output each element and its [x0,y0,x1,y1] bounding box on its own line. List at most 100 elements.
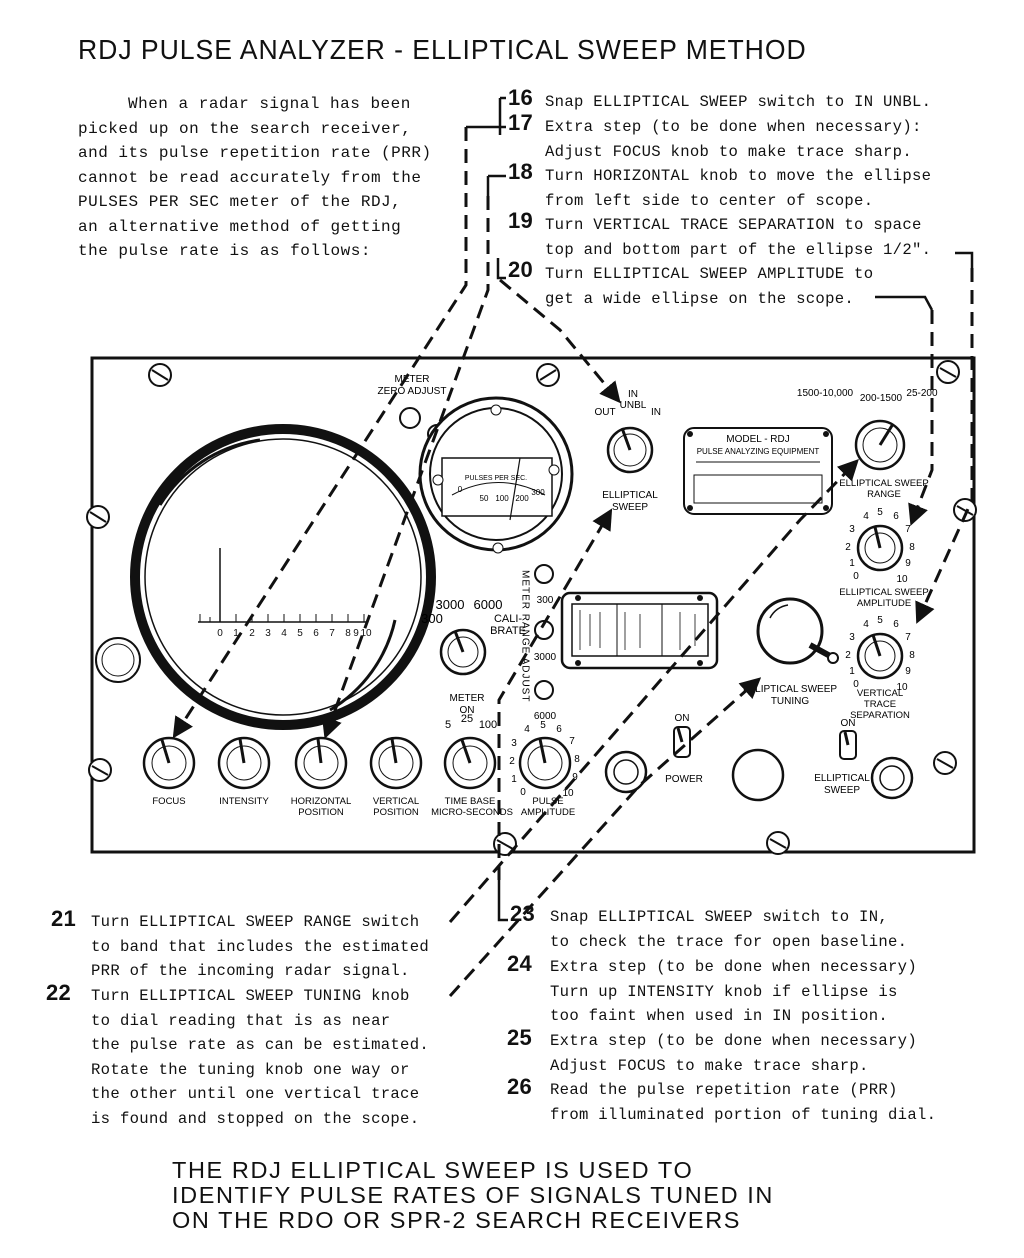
footer-caption: THE RDJ ELLIPTICAL SWEEP IS USED TO IDEN… [172,1158,774,1233]
scope-scale-label: 7 [329,628,335,639]
elliptical-sweep-range-switch[interactable]: 1500-10,000 200-1500 25-200 ELLIPTICAL S… [797,388,938,500]
knob-scale: 0 [853,679,859,690]
range-label: ELLIPTICAL SWEEP [839,478,928,489]
knob-scale: 7 [905,524,911,535]
bottom-knob-row: FOCUS INTENSITY HORIZONTAL POSITION VERT… [142,736,575,818]
step-number: 18 [508,159,534,184]
knob-scale: 2 [845,650,851,661]
scope-scale-label: 3 [265,628,271,639]
sweep-switch-label: SWEEP [612,502,648,513]
step-20: 20 Turn ELLIPTICAL SWEEP AMPLITUDE to ge… [508,257,874,311]
sweep-switch-label: ELLIPTICAL [602,490,658,501]
meter-scale-title: PULSES PER SEC. [465,475,527,482]
sweep-on-label: ON [841,718,856,729]
intensity-knob[interactable]: INTENSITY [217,736,271,807]
range-label: RANGE [867,489,901,500]
vertical-position-knob[interactable]: VERTICAL POSITION [369,736,423,818]
meter-zero-adjust-screw[interactable] [399,407,421,429]
step-line: is found and stopped on the scope. [91,1109,420,1128]
timebase-mark: 25 [461,713,473,725]
nameplate: MODEL - RDJ PULSE ANALYZING EQUIPMENT [683,427,833,515]
knob-label: POSITION [373,807,419,818]
step-number: 22 [46,980,72,1005]
step-21: 21 Turn ELLIPTICAL SWEEP RANGE switch to… [51,906,429,984]
meter-scale-mark: 200 [515,494,529,503]
knob-scale: 9 [905,558,911,569]
sweep-toggle-label: ELLIPTICAL [814,773,870,784]
knob-scale: 2 [509,756,515,767]
step-line: Extra step (to be done when necessary): [545,118,922,136]
switch-position-in: IN [628,389,638,400]
elliptical-sweep-toggle[interactable]: ON ELLIPTICAL SWEEP [814,718,870,796]
knob-label: PULSE [532,796,563,807]
focus-knob[interactable]: FOCUS [142,736,196,807]
step-number: 21 [51,906,77,931]
knob-scale: 6 [893,511,899,522]
amplitude-label: AMPLITUDE [857,598,911,609]
knob-label: HORIZONTAL [291,796,352,807]
knob-scale: 8 [574,754,580,765]
horizontal-position-knob[interactable]: HORIZONTAL POSITION [291,736,352,818]
amplitude-label: ELLIPTICAL SWEEP [839,587,928,598]
calibrate-switch[interactable]: 3000 6000 300 CALI- BRATE [421,597,526,676]
knob-scale: 5 [540,720,546,731]
step-line: Turn VERTICAL TRACE SEPARATION to space [545,216,922,234]
knob-scale: 4 [863,511,869,522]
elliptical-sweep-tuning-knob[interactable]: ELLIPTICAL SWEEP TUNING [743,597,839,707]
calibrate-position: 300 [421,611,443,626]
intro-line: the pulse rate is as follows: [78,242,371,260]
step-line: Snap ELLIPTICAL SWEEP switch to IN UNBL. [545,93,932,111]
knob-scale: 5 [877,615,883,626]
knob-scale: 2 [845,542,851,553]
step-line: from illuminated portion of tuning dial. [550,1105,937,1124]
knob-scale: 5 [877,507,883,518]
timebase-mark: 5 [445,719,451,731]
step-number: 16 [508,85,534,110]
step-line: Extra step (to be done when necessary) [550,958,917,976]
step-22: 22 Turn ELLIPTICAL SWEEP TUNING knob to … [46,980,429,1131]
step-26: 26 Read the pulse repetition rate (PRR) … [507,1074,937,1127]
switch-position-in: IN [651,407,661,418]
time-base-knob[interactable]: TIME BASE MICRO-SECONDS [431,736,513,818]
step-line: PRR of the incoming radar signal. [91,962,410,980]
step-line: Turn ELLIPTICAL SWEEP AMPLITUDE to [545,265,874,283]
scope-scale-label: 10 [360,628,372,639]
meter-range-adjust-screws[interactable] [534,564,554,700]
knob-scale: 0 [520,787,526,798]
step-line: Turn up INTENSITY knob if ellipse is [550,982,898,1001]
pulses-per-sec-meter: PULSES PER SEC. 0 50 100 200 300 [418,396,574,554]
elliptical-sweep-switch[interactable]: OUT IN UNBL IN ELLIPTICAL SWEEP [594,389,661,513]
calibrate-position: CALI- [494,613,522,625]
power-label: POWER [665,774,703,785]
step-number: 25 [507,1025,533,1050]
sweep-toggle-label: SWEEP [824,785,860,796]
pulse-amplitude-knob[interactable]: PULSE AMPLITUDE [518,736,575,818]
scope-scale-label: 8 [345,628,351,639]
power-switch[interactable]: ON POWER [665,713,703,785]
separation-label: TRACE [864,699,896,710]
separation-label: VERTICAL [857,688,903,699]
step-16: 16 Snap ELLIPTICAL SWEEP switch to IN UN… [508,85,932,115]
tuning-label: ELLIPTICAL SWEEP [743,684,837,695]
step-line: Turn ELLIPTICAL SWEEP RANGE switch [91,913,420,931]
sweep-indicator-lamp [870,756,914,800]
knob-scale: 7 [569,736,575,747]
step-number: 26 [507,1074,533,1099]
vertical-trace-separation-knob[interactable]: 0 1 2 3 4 5 6 7 8 9 10 VERTICAL TRACE SE… [845,615,915,721]
intro-line: PULSES PER SEC meter of the RDJ, [78,193,402,211]
step-line: to check the trace for open baseline. [550,932,908,951]
step-line: Adjust FOCUS knob to make trace sharp. [545,142,912,161]
meter-scale-mark: 100 [495,494,509,503]
range-position: 1500-10,000 [797,388,854,399]
scope-scale-label: 4 [281,628,287,639]
knob-scale: 1 [849,666,855,677]
knob-scale: 9 [572,772,578,783]
step-line: Read the pulse repetition rate (PRR) [550,1081,898,1099]
knob-scale: 10 [896,682,908,693]
footer-line: THE RDJ ELLIPTICAL SWEEP IS USED TO [172,1157,694,1183]
range-position: 25-200 [906,388,938,399]
meter-range-mark: 3000 [534,652,557,663]
elliptical-sweep-amplitude-knob[interactable]: 0 1 2 3 4 5 6 7 8 9 10 ELLIPTICAL SWEEP … [839,507,928,609]
knob-scale: 3 [511,738,517,749]
knob-scale: 1 [849,558,855,569]
